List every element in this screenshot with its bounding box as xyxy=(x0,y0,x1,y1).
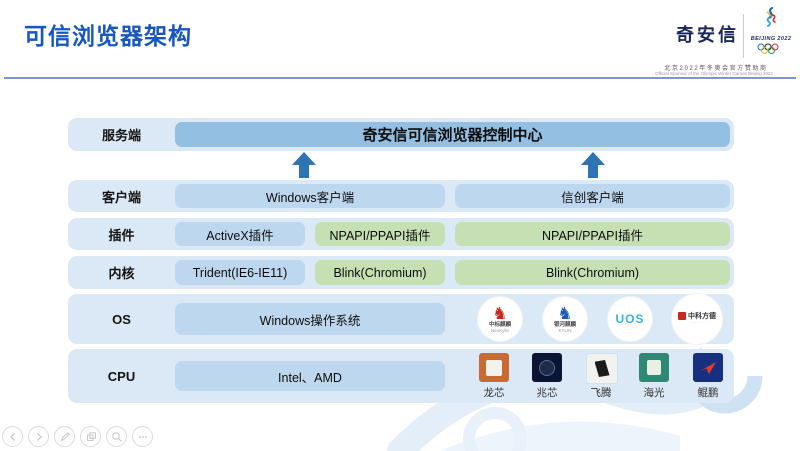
previous-slide-button[interactable] xyxy=(2,426,23,447)
row-kernel: 内核 Trident(IE6-IE11) Blink(Chromium) Bli… xyxy=(68,256,734,289)
box-windows-os: Windows操作系统 xyxy=(175,303,445,335)
row-label-kernel: 内核 xyxy=(108,266,135,281)
cpu-logo-loongson-icon xyxy=(479,353,509,382)
beijing-2022-wordmark: BEIJING 2022 xyxy=(750,36,792,42)
kylin-horse-icon: ♞ xyxy=(557,303,573,323)
neokylin-horse-icon: ♞ xyxy=(492,303,508,323)
row-label-client: 客户端 xyxy=(101,189,141,205)
cpu-label-kunpeng: 鲲鹏 xyxy=(697,387,719,399)
header-divider xyxy=(4,77,796,79)
row-client: 客户端 Windows客户端 信创客户端 xyxy=(68,180,734,212)
page-title: 可信浏览器架构 xyxy=(24,23,192,49)
next-slide-button[interactable] xyxy=(28,426,49,447)
box-intel-amd: Intel、AMD xyxy=(175,361,445,391)
cpu-logo-kunpeng-icon xyxy=(693,353,723,382)
box-xinchuang-client: 信创客户端 xyxy=(455,184,730,208)
sponsor-line-zh: 北京2022年冬奥会官方赞助商 xyxy=(664,66,768,72)
magnifier-icon xyxy=(111,431,122,442)
fangde-square-icon xyxy=(678,312,686,321)
box-npapi-windows: NPAPI/PPAPI插件 xyxy=(315,222,445,246)
presenter-controls xyxy=(2,426,153,448)
box-windows-client: Windows客户端 xyxy=(175,184,445,208)
beijing-2022-emblem: BEIJING 2022 xyxy=(750,6,792,60)
os-logo-kylin: ♞ 银河麒麟 KYLIN xyxy=(543,297,587,341)
cpu-logo-hygon-icon xyxy=(639,353,669,382)
row-label-server: 服务端 xyxy=(101,128,141,143)
ellipsis-icon xyxy=(138,435,147,438)
olympic-ribbon-icon xyxy=(766,6,776,27)
row-plugin: 插件 ActiveX插件 NPAPI/PPAPI插件 NPAPI/PPAPI插件 xyxy=(68,218,734,250)
row-os: OS Windows操作系统 ♞ 中标麒麟 NeoKylin ♞ 银河麒麟 KY… xyxy=(68,294,734,344)
box-npapi-xinchuang: NPAPI/PPAPI插件 xyxy=(455,222,730,246)
slide-panel-button[interactable] xyxy=(80,426,101,447)
cpu-label-phytium: 飞腾 xyxy=(590,387,612,399)
box-blink-xinchuang: Blink(Chromium) xyxy=(455,260,730,285)
box-blink-windows: Blink(Chromium) xyxy=(315,260,445,285)
zoom-button[interactable] xyxy=(106,426,127,447)
pen-tool-button[interactable] xyxy=(54,426,75,447)
chevron-right-icon xyxy=(36,432,42,441)
row-label-cpu: CPU xyxy=(107,368,136,384)
brand-divider xyxy=(743,14,744,58)
row-label-plugin: 插件 xyxy=(108,227,135,243)
cpu-label-hygon: 海光 xyxy=(643,387,665,399)
brand-block: 奇安信 BEIJING 2022 北京2022年冬奥会官方赞助商 Officia… xyxy=(632,4,792,76)
box-control-center: 奇安信可信浏览器控制中心 xyxy=(175,122,730,147)
os-logo-fangde: 中科方德 ········ xyxy=(672,294,722,344)
chevron-left-icon xyxy=(9,432,15,441)
box-activex: ActiveX插件 xyxy=(175,222,305,246)
qianxin-logo: 奇安信 xyxy=(676,25,739,45)
cpu-logo-phytium-icon xyxy=(586,353,618,384)
row-label-os: OS xyxy=(112,311,131,327)
sponsor-line-en: Official Sponsor of the Olympic Winter G… xyxy=(655,71,773,76)
row-server: 服务端 奇安信可信浏览器控制中心 xyxy=(68,118,734,151)
os-logo-neokylin: ♞ 中标麒麟 NeoKylin xyxy=(478,297,522,341)
os-logo-uos: UOS xyxy=(608,297,652,341)
arrow-up-icon xyxy=(581,152,605,178)
row-cpu: CPU Intel、AMD 龙芯 兆芯 飞腾 海光 鲲鹏 xyxy=(68,349,734,403)
cpu-label-zhaoxin: 兆芯 xyxy=(536,387,558,399)
slides-icon xyxy=(86,431,96,441)
olympic-rings-icon xyxy=(757,43,779,54)
pen-icon xyxy=(60,431,70,442)
arrow-up-icon xyxy=(292,152,316,178)
more-options-button[interactable] xyxy=(132,426,153,447)
box-trident: Trident(IE6-IE11) xyxy=(175,260,305,285)
cpu-logo-zhaoxin-icon xyxy=(532,353,562,382)
cpu-label-loongson: 龙芯 xyxy=(483,387,505,399)
